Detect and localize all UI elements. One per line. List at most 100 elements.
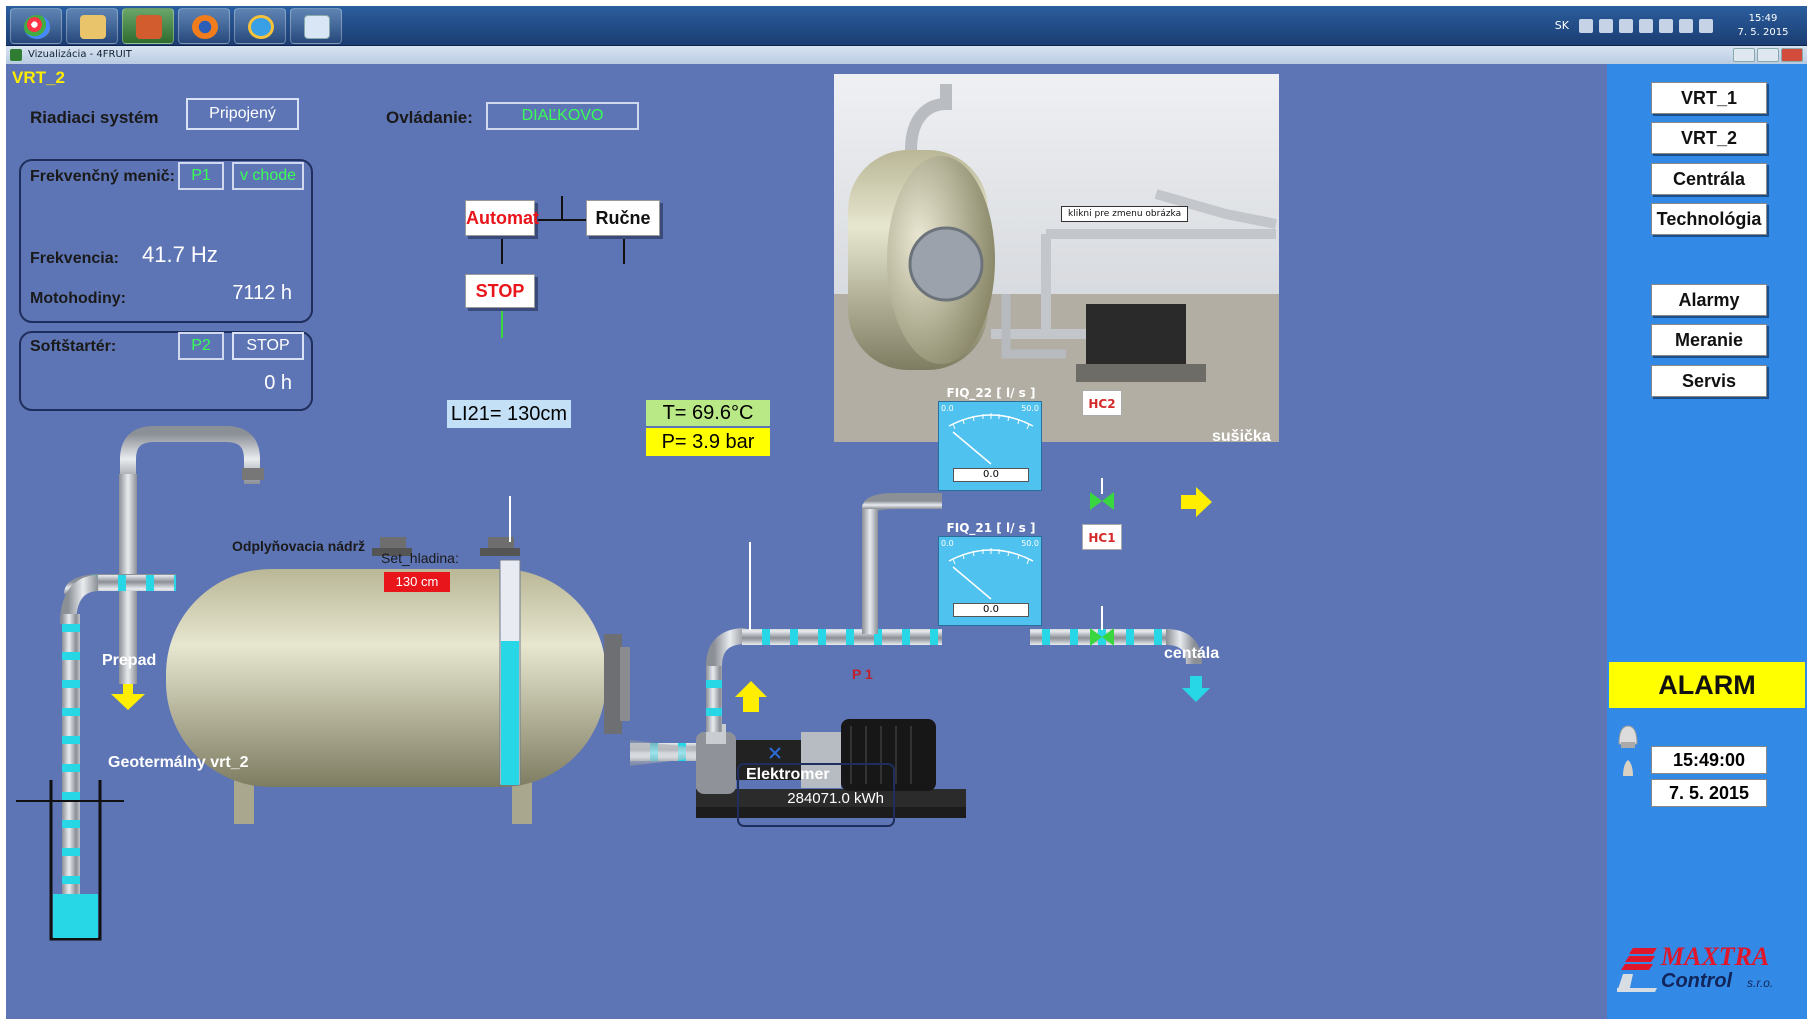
- overflow-arrow-icon: [111, 684, 145, 710]
- taskbar-clock[interactable]: 15:49 7. 5. 2015: [1733, 12, 1793, 40]
- tank-level-gauge: [499, 496, 521, 786]
- app-tray-icon[interactable]: [1659, 19, 1673, 33]
- overflow-label: Prepad: [102, 652, 157, 669]
- nav-vrt1-button[interactable]: VRT_1: [1651, 82, 1767, 114]
- stop-button[interactable]: STOP: [465, 274, 535, 308]
- windows-logo-icon: [24, 15, 50, 39]
- automat-button[interactable]: Automat: [465, 200, 539, 236]
- flow-meter-max: 50.0: [1021, 539, 1039, 548]
- flow-meter-max: 50.0: [1021, 404, 1039, 413]
- maxtra-logo: MAXTRA Control s.r.o.: [1617, 944, 1797, 994]
- window-title: Vizualizácia - 4FRUIT: [28, 49, 132, 60]
- window-title-bar: Vizualizácia - 4FRUIT: [6, 46, 1807, 64]
- temperature-tag: T= 69.6°C: [646, 400, 770, 426]
- flow-meter-value: 0.0: [953, 603, 1029, 617]
- valve-hc2-label[interactable]: HC2: [1082, 390, 1122, 416]
- photo-pipe-2: [1001, 294, 1066, 359]
- frequency-value: 41.7 Hz: [142, 242, 218, 267]
- system-tray: SK 15:49 7. 5. 2015: [1499, 10, 1799, 42]
- speaker-icon[interactable]: [1599, 19, 1613, 33]
- photo-manhole: [908, 226, 984, 302]
- network-icon[interactable]: [1619, 19, 1633, 33]
- firefox-icon: [192, 15, 218, 39]
- photo-pumps: [1086, 304, 1186, 374]
- softstarter-state: STOP: [232, 332, 304, 360]
- tray-arrow-icon[interactable]: [1579, 19, 1593, 33]
- photo-riser-pipe: [905, 84, 952, 151]
- photo-pipework: [991, 189, 1277, 339]
- process-photo[interactable]: [834, 74, 1279, 442]
- taskbar-firefox[interactable]: [178, 8, 230, 44]
- level-tag: LI21= 130cm: [447, 400, 571, 428]
- control-system-status: Pripojený: [186, 98, 299, 130]
- motor-hours-label: Motohodiny:: [30, 290, 126, 307]
- pump-label: P 1: [852, 666, 873, 682]
- flow-meter-title: FIQ_22 [ l/ s ]: [946, 386, 1036, 400]
- logo-suffix: s.r.o.: [1747, 976, 1774, 990]
- start-button[interactable]: [10, 8, 62, 44]
- maxtra-logo-mark: [1617, 948, 1657, 992]
- flow-meter-min: 0.0: [941, 404, 954, 413]
- central-arrow-icon: [1182, 676, 1210, 702]
- volume-icon[interactable]: [1639, 19, 1653, 33]
- control-mode-label: Ovládanie:: [386, 108, 473, 127]
- degassing-tank: [166, 537, 630, 824]
- taskbar-scada-app[interactable]: [122, 8, 174, 44]
- nav-meranie-button[interactable]: Meranie: [1651, 324, 1767, 356]
- tank-set-value[interactable]: 130 cm: [384, 572, 450, 592]
- coupling-icon: [769, 747, 781, 759]
- well-pipe: [60, 574, 176, 904]
- folder-icon: [80, 15, 106, 39]
- taskbar-window[interactable]: [290, 8, 342, 44]
- flow-meter-title: FIQ_21 [ l/ s ]: [946, 521, 1036, 535]
- dryer-outlet-label: sušička: [1212, 428, 1271, 445]
- frequency-label: Frekvencia:: [30, 250, 119, 267]
- valve-hc1[interactable]: [1090, 606, 1114, 646]
- hmi-canvas: VRT_2 Riadiaci systém Pripojený Ovládani…: [6, 64, 1607, 1019]
- monitor-icon[interactable]: [1679, 19, 1693, 33]
- dryer-arrow-icon: [1181, 487, 1212, 517]
- nav-servis-button[interactable]: Servis: [1651, 365, 1767, 397]
- flow-up-arrow-icon: [735, 681, 767, 712]
- flow-meter-min: 0.0: [941, 539, 954, 548]
- gauge-dial-icon: [948, 413, 1034, 465]
- nav-technologia-button[interactable]: Technológia: [1651, 203, 1767, 235]
- alarm-indicator[interactable]: ALARM: [1609, 662, 1805, 708]
- logo-line1: MAXTRA: [1661, 942, 1770, 971]
- tank-outlet-pipe: [630, 740, 700, 766]
- minimize-button[interactable]: [1733, 48, 1755, 62]
- flag-icon[interactable]: [1699, 19, 1713, 33]
- gauge-dial-icon: [948, 548, 1034, 600]
- freq-converter-label: Frekvenčný menič:: [30, 168, 175, 185]
- freq-converter-unit: P1: [178, 162, 224, 190]
- softstarter-panel-border: [19, 331, 313, 411]
- close-button[interactable]: [1781, 48, 1803, 62]
- pump-p1: [696, 719, 966, 818]
- softstarter-hours-value: 0 h: [264, 372, 292, 394]
- valve-hc1-label[interactable]: HC1: [1082, 524, 1122, 550]
- energy-meter-value: 284071.0 kWh: [787, 790, 884, 807]
- flow-meter-fiq21[interactable]: FIQ_21 [ l/ s ] 0.0 50.0 0.0: [938, 521, 1042, 626]
- alarm-date: 7. 5. 2015: [1651, 779, 1767, 807]
- control-system-label: Riadiaci systém: [30, 108, 159, 127]
- maximize-button[interactable]: [1757, 48, 1779, 62]
- nav-centrala-button[interactable]: Centrála: [1651, 163, 1767, 195]
- tray-icons: [1579, 19, 1719, 33]
- manual-button[interactable]: Ručne: [586, 200, 660, 236]
- softstarter-unit: P2: [178, 332, 224, 360]
- taskbar-internet-explorer[interactable]: [234, 8, 286, 44]
- flow-meter-fiq22[interactable]: FIQ_22 [ l/ s ] 0.0 50.0 0.0: [938, 386, 1042, 491]
- taskbar-explorer[interactable]: [66, 8, 118, 44]
- language-indicator[interactable]: SK: [1554, 19, 1569, 32]
- taskbar: SK 15:49 7. 5. 2015: [6, 6, 1807, 46]
- logo-line2: Control: [1661, 970, 1733, 992]
- valve-hc2[interactable]: [1090, 478, 1114, 510]
- internet-explorer-icon: [248, 15, 274, 39]
- nav-vrt2-button[interactable]: VRT_2: [1651, 122, 1767, 154]
- motor-hours-value: 7112 h: [232, 282, 292, 304]
- energy-meter-border: [737, 763, 895, 827]
- freq-panel-border: [19, 159, 313, 323]
- nav-alarmy-button[interactable]: Alarmy: [1651, 284, 1767, 316]
- navigation-sidebar: VRT_1 VRT_2 Centrála Technológia Alarmy …: [1607, 64, 1807, 1019]
